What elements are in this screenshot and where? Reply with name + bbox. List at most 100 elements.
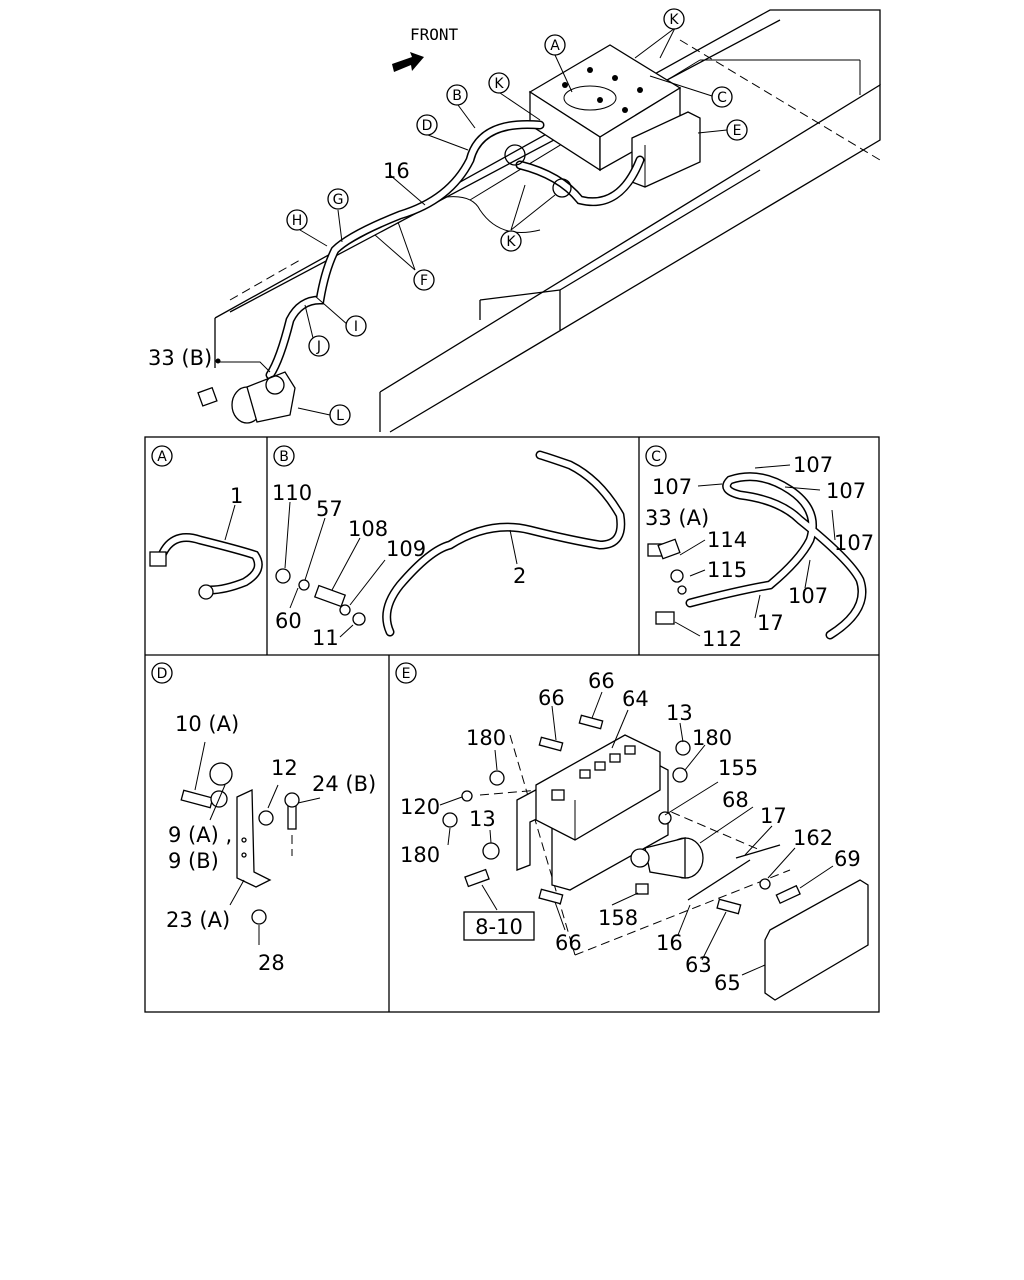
label-60: 60 [275,609,302,633]
label-63: 63 [685,953,712,977]
overview-illustration: FRONT [148,8,881,433]
label-155: 155 [718,756,758,780]
reference-8-10[interactable]: 8-10 [463,911,535,941]
callout-C: C [711,86,733,108]
label-115: 115 [707,558,747,582]
callout-K-left: K [488,72,510,94]
label-28: 28 [258,951,285,975]
label-180-c: 180 [400,843,440,867]
panel-C-tag: C [645,445,667,467]
label-66-c: 66 [555,931,582,955]
label-17: 17 [757,611,784,635]
label-109: 109 [386,537,426,561]
label-107-c: 107 [826,479,866,503]
label-65: 65 [714,971,741,995]
callout-I: I [345,315,367,337]
svg-text:C: C [651,449,661,465]
callout-B: B [446,84,468,106]
svg-text:H: H [292,213,303,229]
svg-text:K: K [669,12,679,28]
callout-K-bottom: K [500,230,522,252]
detail-grid [144,436,880,1013]
panel-E-tag: E [395,662,417,684]
label-12: 12 [271,756,298,780]
label-107-b: 107 [652,475,692,499]
label-107-e: 107 [788,584,828,608]
cover-plate-65 [764,879,869,1001]
callout-F: F [413,269,435,291]
svg-text:C: C [717,90,727,106]
label-17-e: 17 [760,804,787,828]
front-arrow-icon [392,52,424,72]
callout-E: E [726,119,748,141]
relay-module [535,734,661,841]
label-68: 68 [722,788,749,812]
svg-text:E: E [733,123,742,139]
panel-A-tag: A [151,445,173,467]
svg-text:B: B [279,449,289,465]
label-10a: 10 (A) [175,712,239,736]
label-16-e: 16 [656,931,683,955]
label-107-a: 107 [793,453,833,477]
label-180-b: 180 [692,726,732,750]
svg-text:8-10: 8-10 [475,915,523,939]
label-13-a: 13 [666,701,693,725]
label-1: 1 [230,484,243,508]
svg-text:A: A [550,38,560,54]
label-69: 69 [834,847,861,871]
starter-motor [197,358,296,424]
panel-A: A 1 [149,445,263,600]
callout-G: G [327,188,349,210]
svg-text:G: G [333,192,344,208]
panel-E: E [395,662,869,1001]
label-112: 112 [702,627,742,651]
label-9b: 9 (B) [168,849,219,873]
leader-lines [297,27,728,416]
panel-B: B 110 57 108 109 60 11 2 [272,445,626,650]
callout-D: D [416,114,438,136]
svg-text:A: A [157,449,167,465]
callout-L: L [329,404,351,426]
label-9a: 9 (A) , [168,823,232,847]
label-24b: 24 (B) [312,772,376,796]
callout-A: A [544,34,566,56]
label-66-a: 66 [538,686,565,710]
label-33b: 33 (B) [148,346,212,370]
svg-text:I: I [354,319,358,335]
label-107-d: 107 [834,531,874,555]
label-180-a: 180 [466,726,506,750]
label-64: 64 [622,687,649,711]
svg-text:B: B [452,88,462,104]
label-33a: 33 (A) [645,506,709,530]
label-2: 2 [513,564,526,588]
callout-J: J [308,335,330,357]
label-57: 57 [316,497,343,521]
svg-text:F: F [420,273,428,289]
svg-text:L: L [336,408,344,424]
svg-text:D: D [157,666,168,682]
svg-text:K: K [506,234,516,250]
label-108: 108 [348,517,388,541]
svg-text:J: J [316,339,321,355]
svg-text:D: D [422,118,433,134]
label-162: 162 [793,826,833,850]
svg-text:K: K [494,76,504,92]
label-11: 11 [312,626,339,650]
front-label: FRONT [410,25,459,44]
label-66-b: 66 [588,669,615,693]
label-23a: 23 (A) [166,908,230,932]
panel-D-tag: D [151,662,173,684]
panel-C: C 107 107 107 107 107 33 (A) 114 115 17 … [645,445,874,651]
callout-H: H [286,209,308,231]
label-110: 110 [272,481,312,505]
frame-rails [214,9,881,433]
label-114: 114 [707,528,747,552]
panel-D: D 10 (A) 12 24 (B) 9 (A) , 9 (B) 23 (A) … [151,662,376,975]
svg-text:E: E [402,666,411,682]
panel-B-tag: B [273,445,295,467]
callout-K-top: K [663,8,685,30]
label-120: 120 [400,795,440,819]
label-158: 158 [598,906,638,930]
label-13-b: 13 [469,807,496,831]
